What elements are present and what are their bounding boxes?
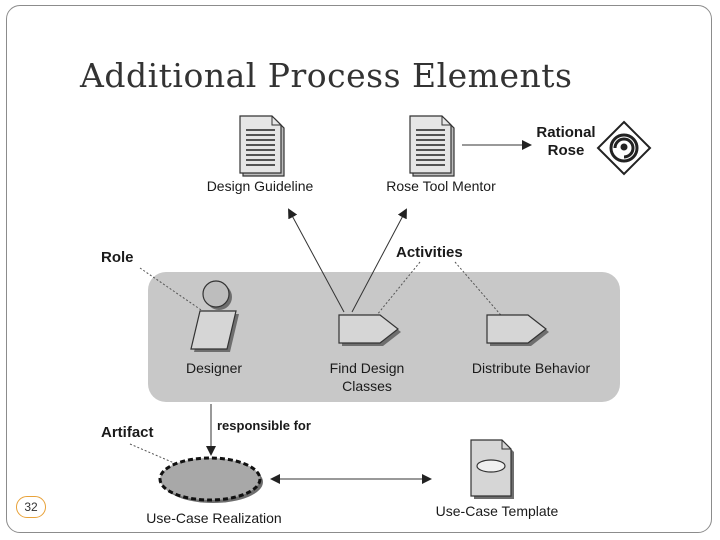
design-guideline-document-icon [239, 115, 285, 177]
rational-rose-logo-icon [596, 120, 652, 176]
role-callout-line [139, 267, 208, 315]
find-design-classes-label-line1: Find Design [330, 360, 405, 376]
distribute-behavior-label: Distribute Behavior [472, 360, 591, 376]
role-label: Role [101, 249, 134, 266]
rational-rose-label-line1: Rational [536, 124, 595, 141]
use-case-realization-icon [158, 456, 263, 503]
responsible-for-label: responsible for [217, 418, 311, 433]
activities-label: Activities [396, 244, 463, 261]
activities-callout-line-1 [371, 261, 421, 322]
activity-to-guideline-arrow [288, 208, 345, 313]
distribute-behavior-activity-icon [486, 314, 549, 346]
rose-tool-mentor-document-icon [409, 115, 455, 177]
use-case-template-label: Use-Case Template [436, 503, 559, 519]
find-design-classes-activity-icon [338, 314, 401, 346]
find-design-classes-label-line2: Classes [342, 378, 392, 394]
use-case-realization-label: Use-Case Realization [146, 510, 281, 526]
use-case-template-document-icon [470, 439, 514, 499]
rational-rose-label-line2: Rose [548, 142, 585, 159]
designer-role-icon [190, 280, 239, 352]
designer-label: Designer [186, 360, 242, 376]
design-guideline-label: Design Guideline [207, 178, 314, 194]
page-number-badge: 32 [16, 496, 46, 518]
artifact-label: Artifact [101, 424, 154, 441]
slide-title: Additional Process Elements [80, 56, 573, 95]
activity-to-mentor-arrow [351, 208, 407, 313]
rose-tool-mentor-label: Rose Tool Mentor [386, 178, 496, 194]
slide-frame [6, 5, 712, 533]
